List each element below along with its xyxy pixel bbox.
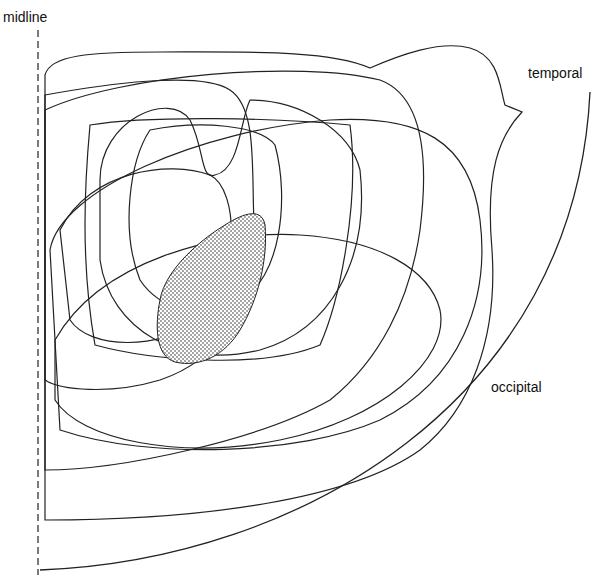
receptive-field-outlines	[45, 46, 522, 520]
midline-dashed	[37, 30, 38, 575]
temporal-label: temporal	[527, 66, 583, 81]
midline-label: midline	[2, 10, 48, 25]
stippled-region	[157, 214, 265, 364]
field-boundary	[40, 92, 590, 570]
occipital-label: occipital	[490, 380, 543, 395]
